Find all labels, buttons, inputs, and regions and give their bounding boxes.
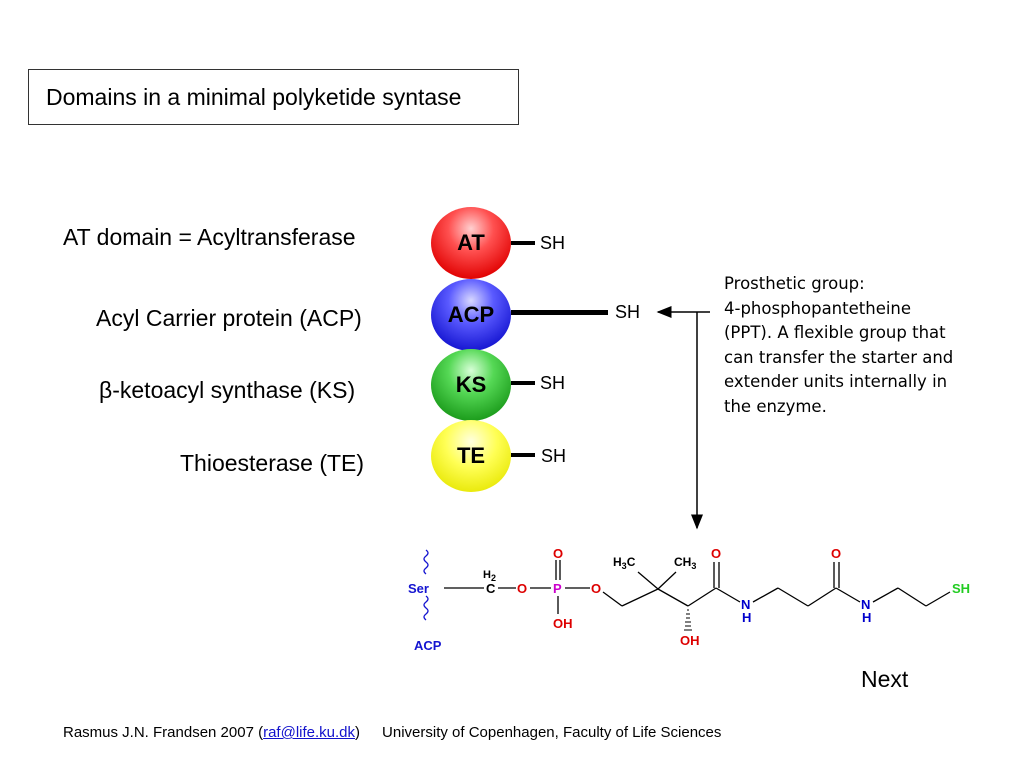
wavy-bond-bottom xyxy=(423,595,429,621)
o-phosphoryl: O xyxy=(553,546,563,561)
h-amide-2: H xyxy=(862,610,871,625)
note-line: extender units internally in xyxy=(724,372,948,391)
oh-hydroxyl: OH xyxy=(680,633,700,648)
domain-te-abbr: TE xyxy=(456,443,486,468)
domain-acp-abbr: ACP xyxy=(447,302,495,327)
acp-sh: SH xyxy=(615,302,641,322)
acp-anchor-label: ACP xyxy=(414,638,442,653)
ks-bond xyxy=(511,381,535,385)
at-bond xyxy=(511,241,535,245)
sh-terminal: SH xyxy=(952,581,970,596)
o-amide-2: O xyxy=(831,546,841,561)
note-line: the enzyme. xyxy=(724,396,827,416)
label-acp: Acyl Carrier protein (ACP) xyxy=(96,305,362,332)
domain-at-ball: AT xyxy=(431,207,511,279)
footer-author: Rasmus J.N. Frandsen 2007 ( xyxy=(63,724,264,741)
footer: Rasmus J.N. Frandsen 2007 (raf@life.ku.d… xyxy=(63,724,721,741)
o-ester-2: O xyxy=(591,581,601,596)
acp-ppt-bond xyxy=(511,310,608,315)
footer-close: ) xyxy=(355,724,361,741)
wavy-bond-top xyxy=(423,549,429,575)
note-line: can transfer the starter and xyxy=(724,347,954,367)
ser-label: Ser xyxy=(408,581,429,596)
label-at-text: AT domain = Acyltransferase xyxy=(63,224,356,250)
domain-at-abbr: AT xyxy=(457,230,485,255)
slide-title: Domains in a minimal polyketide syntase xyxy=(28,69,519,125)
next-link[interactable]: Next xyxy=(861,666,909,692)
ppt-molecule-structure: Ser ACP H2 C O P O OH O H3C CH3 O OH N H… xyxy=(408,546,970,653)
note-line: (PPT). A flexible group that xyxy=(724,323,946,342)
domain-acp-ball: ACP xyxy=(431,279,511,351)
footer-institution: University of Copenhagen, Faculty of Lif… xyxy=(382,724,722,741)
te-bond xyxy=(511,453,535,457)
ch2-c: C xyxy=(486,581,496,596)
phosphorus: P xyxy=(553,581,562,596)
ks-sh: SH xyxy=(540,373,566,393)
ch2-h2: H2 xyxy=(483,569,496,583)
o-amide-1: O xyxy=(711,546,721,561)
label-acp-text: Acyl Carrier protein (ACP) xyxy=(96,305,362,331)
at-sh: SH xyxy=(540,233,566,253)
note-line: 4-phosphopantetheine xyxy=(724,298,912,318)
n-amide-1: N xyxy=(741,597,750,612)
slide-title-text: Domains in a minimal polyketide syntase xyxy=(46,83,462,110)
prosthetic-group-note: Prosthetic group: 4-phosphopantetheine (… xyxy=(724,272,1014,419)
ch3-label: CH3 xyxy=(674,555,696,571)
label-at: AT domain = Acyltransferase xyxy=(63,224,356,251)
domain-ks-abbr: KS xyxy=(455,372,487,397)
h-amide-1: H xyxy=(742,610,751,625)
o-ester-1: O xyxy=(517,581,527,596)
oh-phosphate: OH xyxy=(553,616,573,631)
beta-symbol: β xyxy=(99,377,113,403)
domain-ks-ball: KS xyxy=(431,349,511,421)
label-te: Thioesterase (TE) xyxy=(180,450,364,477)
label-ks: β-ketoacyl synthase (KS) xyxy=(99,377,355,404)
n-amide-2: N xyxy=(861,597,870,612)
h3c-label: H3C xyxy=(613,555,636,571)
label-ks-text: -ketoacyl synthase (KS) xyxy=(112,377,356,403)
note-line: Prosthetic group: xyxy=(724,274,865,293)
te-sh: SH xyxy=(541,446,567,466)
label-te-text: Thioesterase (TE) xyxy=(180,450,365,476)
domain-te-ball: TE xyxy=(431,420,511,492)
email-link[interactable]: raf@life.ku.dk xyxy=(263,724,356,741)
